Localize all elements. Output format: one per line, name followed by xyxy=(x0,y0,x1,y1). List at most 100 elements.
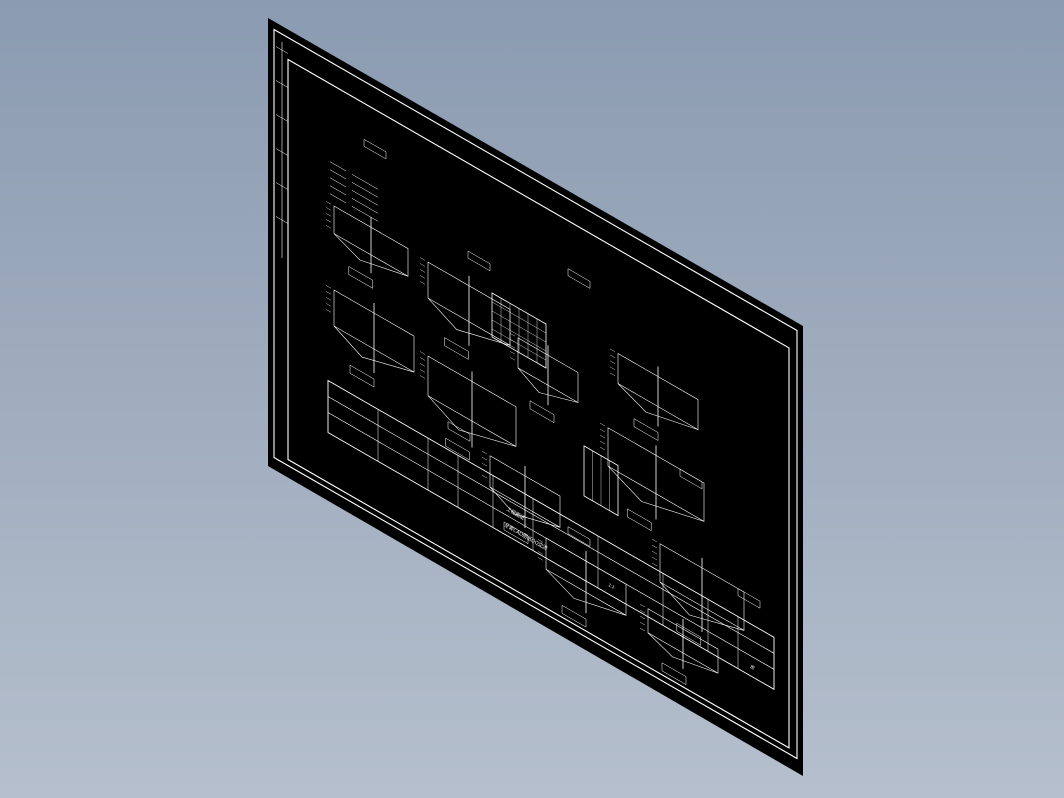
dimension-tick xyxy=(599,440,606,445)
legend-line xyxy=(351,182,379,198)
dimension-tick xyxy=(419,351,426,355)
dimension-tick xyxy=(325,201,332,205)
dimension-tick xyxy=(651,556,658,561)
annotation-box xyxy=(737,588,761,609)
drawing-sheet xyxy=(268,18,803,776)
dimension-tick xyxy=(609,348,616,352)
filing-strip-tick xyxy=(275,182,289,190)
detail-panel-slope xyxy=(545,568,627,616)
detail-label-box xyxy=(349,364,375,388)
dimension-tick xyxy=(481,457,488,461)
dimension-tick xyxy=(509,345,516,349)
filing-strip-tick xyxy=(275,148,289,156)
detail-label-box xyxy=(503,521,529,545)
dimension-tick xyxy=(537,545,544,549)
legend-marker xyxy=(329,169,347,180)
annotation-box xyxy=(567,526,591,547)
dimension-tick xyxy=(325,207,332,211)
dimension-tick xyxy=(509,333,516,337)
dimension-tick xyxy=(599,446,606,451)
dimension-tick xyxy=(419,269,426,273)
dimension-tick xyxy=(481,475,488,479)
dimension-tick xyxy=(325,291,332,295)
dimension-tick xyxy=(325,303,332,307)
dimension-tick xyxy=(651,544,658,549)
dimension-tick xyxy=(419,257,426,261)
dimension-tick xyxy=(639,603,646,608)
dimension-tick xyxy=(537,557,544,561)
dimension-tick xyxy=(639,609,646,614)
annotation-box xyxy=(567,268,591,289)
legend-line xyxy=(351,198,379,214)
annotation-box xyxy=(363,138,387,160)
dimension-tick xyxy=(609,366,616,370)
section-grid-line xyxy=(491,310,547,343)
detail-label-box xyxy=(444,337,469,360)
dimension-tick xyxy=(639,615,646,620)
detail-panel-slope xyxy=(647,632,719,674)
detail-panel-slope xyxy=(333,233,409,277)
annotation-box xyxy=(447,421,471,442)
dimension-tick xyxy=(419,357,426,361)
detail-panel-slope xyxy=(617,383,699,430)
dimension-tick xyxy=(481,463,488,467)
detail-label-box xyxy=(626,508,652,532)
section-grid-line xyxy=(491,319,547,352)
filing-strip-tick xyxy=(275,46,289,54)
dimension-tick xyxy=(651,562,658,567)
sheet-background xyxy=(268,18,803,776)
dimension-tick xyxy=(419,369,426,373)
dimension-tick xyxy=(537,551,544,555)
detail-panel-slope xyxy=(659,581,745,631)
detail-label-box xyxy=(633,418,659,441)
filing-strip-tick xyxy=(275,114,289,122)
dimension-tick xyxy=(325,225,332,229)
dimension-tick xyxy=(537,539,544,543)
dimension-tick xyxy=(639,627,646,632)
dimension-tick xyxy=(419,375,426,379)
detail-panel-slope xyxy=(427,395,517,447)
dimension-tick xyxy=(419,363,426,367)
dimension-tick xyxy=(609,354,616,358)
detail-panel-slope xyxy=(333,325,415,373)
title-block-scale: 1:1 xyxy=(608,582,616,590)
inner-border xyxy=(287,58,790,749)
filing-strip-tick xyxy=(275,80,289,88)
dimension-tick xyxy=(509,351,516,355)
dimension-tick xyxy=(325,213,332,217)
legend-marker xyxy=(329,193,347,204)
detail-label-box xyxy=(661,662,687,686)
detail-label-box xyxy=(445,437,470,461)
title-block-sheet-label: 图 xyxy=(750,663,756,670)
dimension-tick xyxy=(419,281,426,285)
dimension-tick xyxy=(599,422,606,427)
detail-panel-slope xyxy=(427,297,511,346)
detail-panel-slope xyxy=(607,465,705,522)
dimension-tick xyxy=(419,275,426,279)
detail-panel-slope xyxy=(517,367,579,403)
dimension-tick xyxy=(609,372,616,376)
legend-line xyxy=(351,206,379,222)
dimension-tick xyxy=(609,360,616,364)
detail-label-box xyxy=(529,400,555,424)
dimension-tick xyxy=(651,550,658,555)
legend-marker xyxy=(329,185,347,196)
annotation-box xyxy=(679,468,703,490)
section-grid-line xyxy=(491,328,547,361)
legend-line xyxy=(351,174,379,190)
dimension-tick xyxy=(599,434,606,439)
annotation-box xyxy=(467,250,491,272)
dimension-tick xyxy=(325,285,332,289)
dimension-tick xyxy=(325,297,332,301)
legend-marker xyxy=(329,161,347,172)
detail-panel-slope xyxy=(489,486,561,528)
detail-label-box xyxy=(348,266,374,289)
section-view-frame xyxy=(491,292,547,369)
dimension-tick xyxy=(481,469,488,473)
dimension-tick xyxy=(419,263,426,267)
dimension-tick xyxy=(537,533,544,537)
dimension-tick xyxy=(481,451,488,455)
detail-label-box xyxy=(561,604,587,628)
dimension-tick xyxy=(599,428,606,433)
